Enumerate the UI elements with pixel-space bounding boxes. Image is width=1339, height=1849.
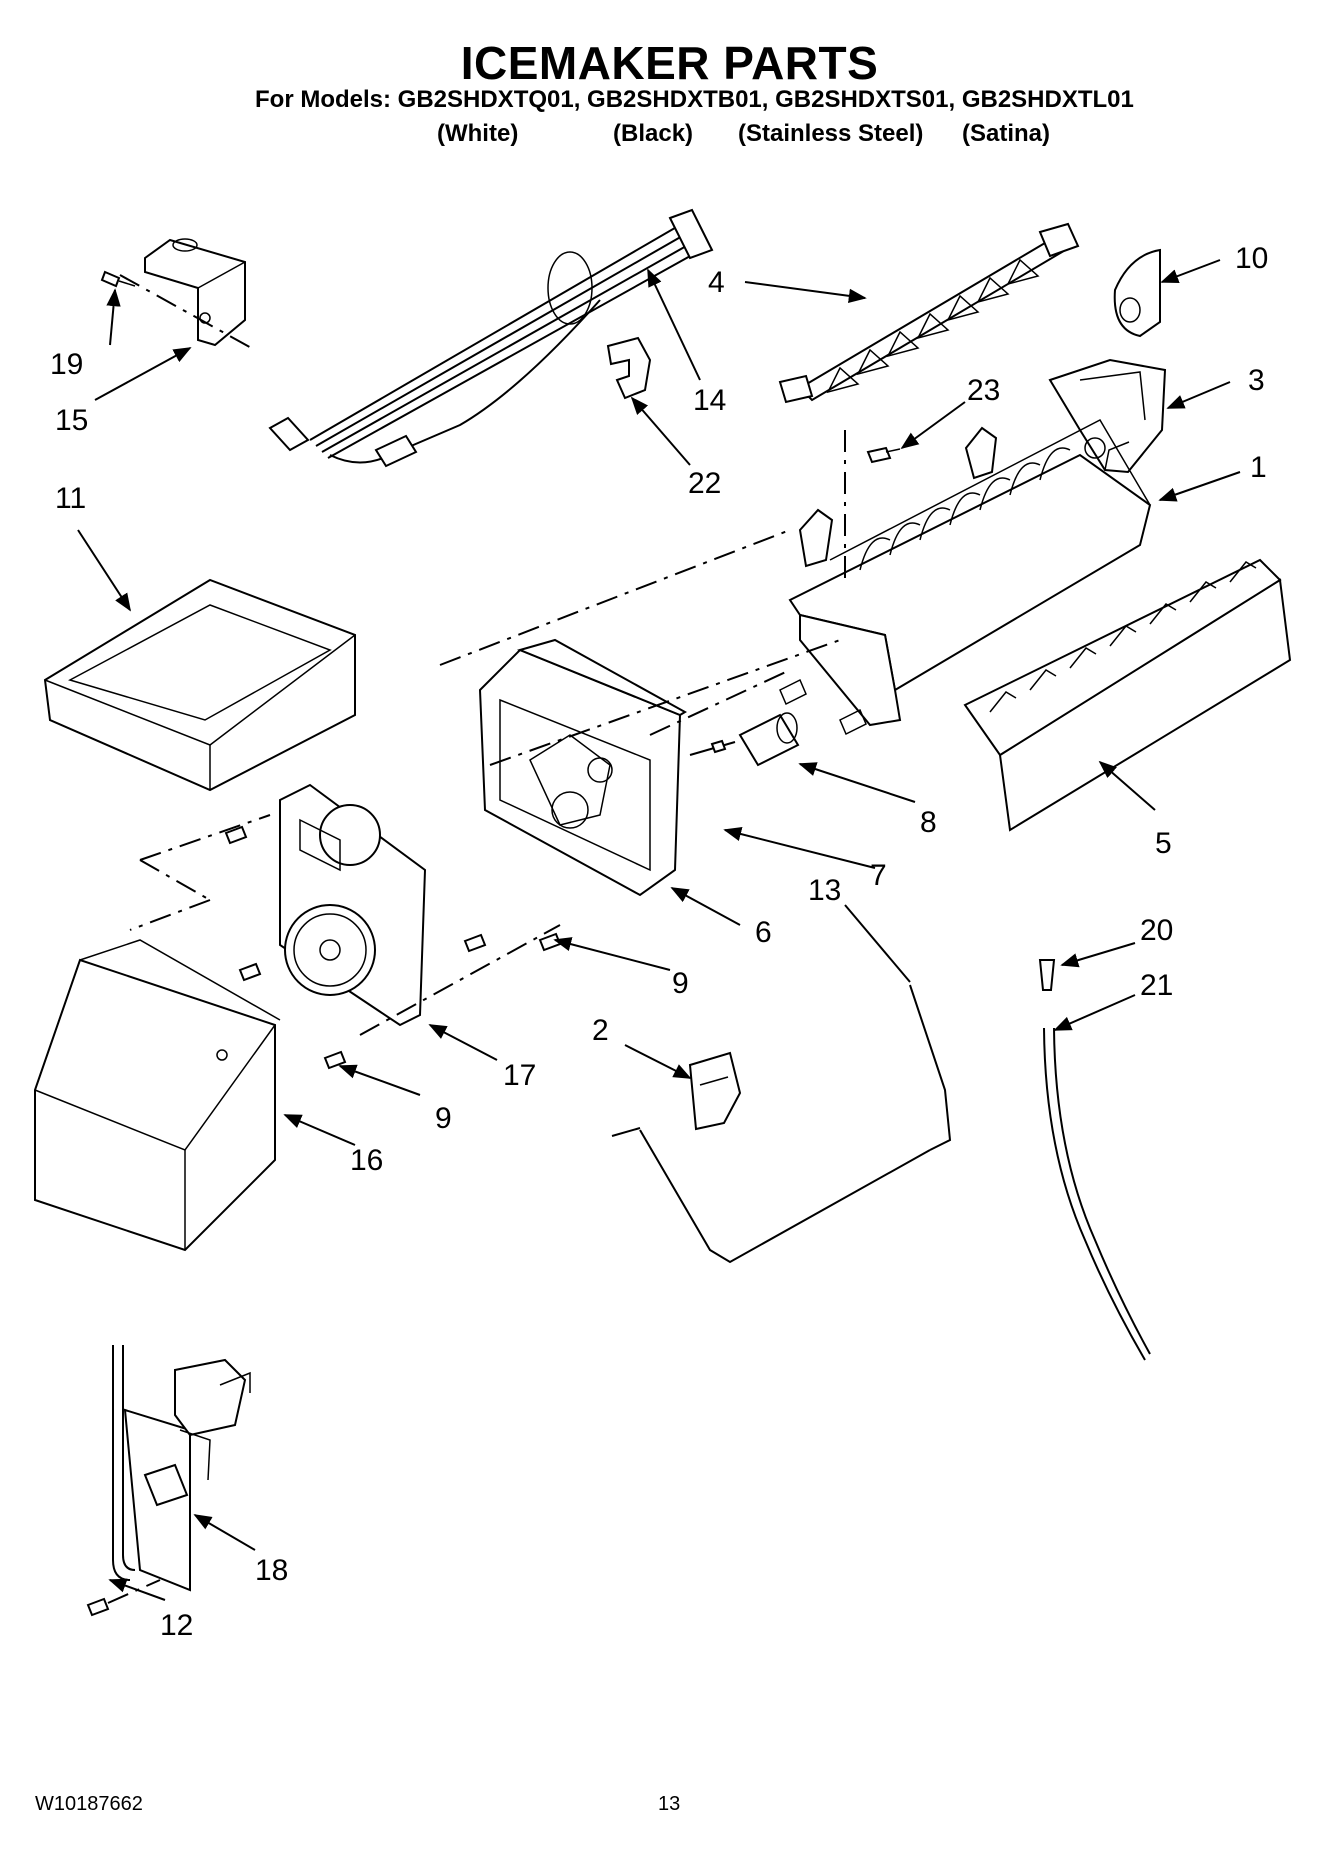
part-6-housing [478, 638, 688, 897]
callout-23: 23 [967, 374, 1000, 407]
finish-satina: (Satina) [962, 120, 1051, 147]
callout-22: 22 [688, 467, 721, 500]
callout-9a: 9 [672, 967, 689, 1000]
callout-4: 4 [708, 266, 725, 299]
part-15-bracket [119, 238, 256, 351]
page-title: ICEMAKER PARTS [460, 37, 879, 89]
callout-labels: 10 4 3 23 1 19 15 14 22 11 5 8 7 13 6 9 … [50, 242, 1268, 1642]
document-number: W10187662 [35, 1793, 143, 1815]
callout-16: 16 [350, 1144, 383, 1177]
part-9-screw-a [538, 932, 562, 952]
callout-9b: 9 [435, 1102, 452, 1135]
part-4-ejector [778, 222, 1080, 404]
callout-5: 5 [1155, 827, 1172, 860]
callout-15: 15 [55, 404, 88, 437]
part-5-shroud [963, 558, 1292, 832]
part-22-clip [606, 336, 652, 400]
part-17-motor-plate [279, 783, 427, 1027]
part-2-clip [688, 1051, 742, 1131]
finish-black: (Black) [613, 120, 694, 147]
part-10-cam [1113, 248, 1161, 338]
part-12-screw [86, 1579, 161, 1617]
part-8-thermostat [738, 678, 867, 767]
part-18-water-valve [112, 1345, 251, 1592]
callout-2: 2 [592, 1014, 609, 1047]
callout-3: 3 [1248, 364, 1265, 397]
part-19-screw [100, 270, 136, 288]
part-1-ice-mold [788, 419, 1152, 727]
callout-10: 10 [1235, 242, 1268, 275]
part-9-screw-b [323, 1050, 347, 1070]
part-23-screw [866, 446, 901, 464]
part-3-fill-cup [1048, 358, 1167, 474]
part-11-ice-bin [43, 578, 356, 792]
callout-8: 8 [920, 806, 937, 839]
callout-1: 1 [1250, 451, 1267, 484]
callout-12: 12 [160, 1609, 193, 1642]
callout-19: 19 [50, 348, 83, 381]
callout-18: 18 [255, 1554, 288, 1587]
part-13-bail-wire [611, 984, 952, 1264]
leader-arrows [77, 259, 1241, 1601]
callout-11: 11 [55, 482, 86, 515]
callout-21: 21 [1140, 969, 1173, 1002]
callout-17: 17 [503, 1059, 536, 1092]
page-number: 13 [658, 1793, 681, 1815]
part-16-front-cover [34, 939, 281, 1252]
part-21-tube [1043, 1027, 1151, 1361]
callout-20: 20 [1140, 914, 1173, 947]
callout-14: 14 [693, 384, 726, 417]
callout-6: 6 [755, 916, 772, 949]
screw-misc [224, 825, 487, 982]
callout-7: 7 [870, 859, 887, 892]
finish-white: (White) [437, 120, 519, 147]
part-7-pin [689, 739, 736, 756]
callout-13: 13 [808, 874, 841, 907]
finish-stainless: (Stainless Steel) [738, 120, 924, 147]
part-20-plug [1038, 959, 1056, 991]
models-line: For Models: GB2SHDXTQ01, GB2SHDXTB01, GB… [255, 86, 1134, 113]
part-14-wire-harness [268, 208, 714, 468]
